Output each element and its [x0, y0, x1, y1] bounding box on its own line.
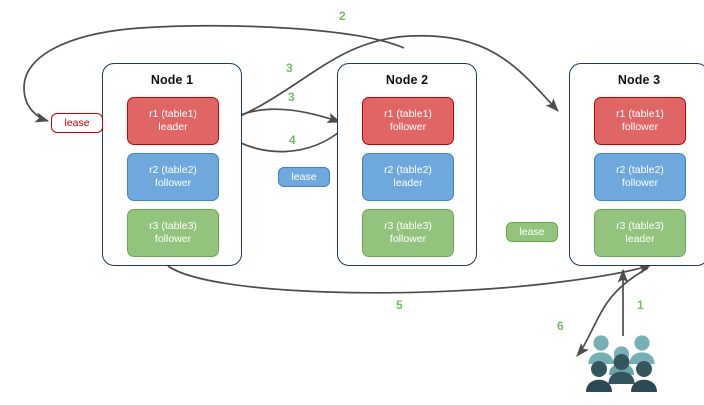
replica-name: r1 (table1)	[384, 108, 432, 120]
clients-people-icon	[586, 335, 657, 392]
lease-badge-table1[interactable]: lease	[51, 113, 103, 133]
edge-step-5	[167, 263, 652, 294]
replica-name: r2 (table2)	[616, 164, 664, 176]
node-card-1[interactable]: Node 1 r1 (table1) leader r2 (table2) fo…	[102, 63, 242, 266]
replica-r3-node3[interactable]: r3 (table3) leader	[594, 209, 686, 257]
lease-badge-table2[interactable]: lease	[278, 167, 330, 187]
replica-role: follower	[621, 177, 659, 189]
replica-r2-node3[interactable]: r2 (table2) follower	[594, 153, 686, 201]
node-title: Node 3	[617, 73, 661, 87]
replica-role: follower	[389, 233, 427, 245]
replica-name: r3 (table3)	[616, 220, 664, 232]
replica-r2-node2[interactable]: r2 (table2) leader	[362, 153, 454, 201]
replica-role: leader	[625, 233, 655, 245]
step-label-5: 5	[396, 298, 403, 312]
edge-step-4	[227, 127, 345, 153]
replica-role: follower	[154, 177, 192, 189]
replica-r1-node1[interactable]: r1 (table1) leader	[127, 97, 219, 145]
node-title: Node 1	[150, 73, 194, 87]
step-label-6: 6	[557, 319, 564, 333]
replica-name: r1 (table1)	[616, 108, 664, 120]
edge-step-3-far	[215, 34, 559, 127]
replica-r3-node1[interactable]: r3 (table3) follower	[127, 209, 219, 257]
replica-name: r1 (table1)	[149, 108, 197, 120]
node-title: Node 2	[385, 73, 429, 87]
replica-role: follower	[154, 233, 192, 245]
replica-role: leader	[393, 177, 423, 189]
replica-r2-node1[interactable]: r2 (table2) follower	[127, 153, 219, 201]
edge-step-6	[576, 267, 649, 357]
replica-name: r3 (table3)	[384, 220, 432, 232]
step-label-2: 2	[339, 9, 346, 23]
step-label-3-far: 3	[286, 61, 293, 75]
replica-name: r2 (table2)	[149, 164, 197, 176]
node-card-3[interactable]: Node 3 r1 (table1) follower r2 (table2) …	[569, 63, 704, 266]
replica-r1-node3[interactable]: r1 (table1) follower	[594, 97, 686, 145]
replica-role: follower	[621, 121, 659, 133]
step-label-1: 1	[637, 298, 644, 312]
replica-role: leader	[158, 121, 188, 133]
node-card-2[interactable]: Node 2 r1 (table1) follower r2 (table2) …	[337, 63, 477, 266]
step-label-4: 4	[289, 133, 296, 147]
replica-role: follower	[389, 121, 427, 133]
replica-r1-node2[interactable]: r1 (table1) follower	[362, 97, 454, 145]
replica-name: r3 (table3)	[149, 220, 197, 232]
lease-badge-table3[interactable]: lease	[506, 222, 558, 242]
edge-step-2	[23, 24, 405, 123]
replica-name: r2 (table2)	[384, 164, 432, 176]
step-label-3-near: 3	[288, 90, 295, 104]
replica-r3-node2[interactable]: r3 (table3) follower	[362, 209, 454, 257]
